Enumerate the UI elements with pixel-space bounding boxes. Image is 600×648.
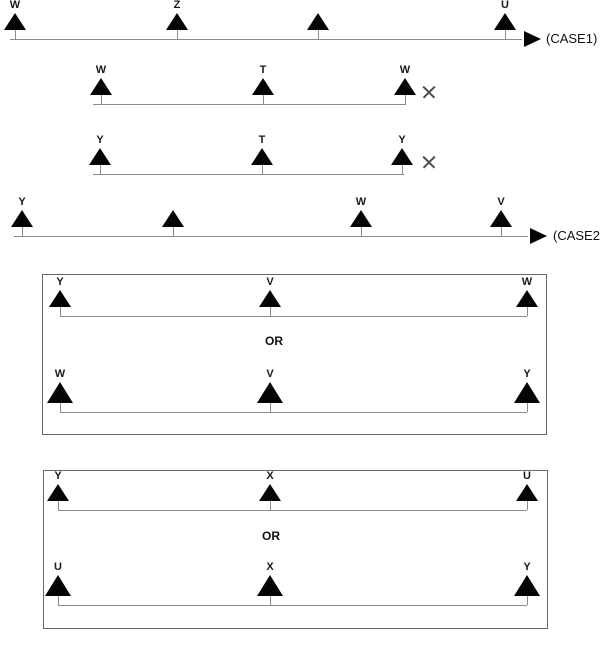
case1-strip-baseline — [10, 39, 522, 40]
marker-label: X — [266, 470, 274, 482]
marker-label: W — [54, 368, 66, 380]
marker-stem — [262, 165, 263, 174]
triangle-marker-icon — [257, 575, 283, 596]
marker-stem — [60, 307, 61, 316]
marker-stem — [402, 165, 403, 174]
marker-stem — [527, 501, 528, 510]
box-2 — [43, 470, 548, 629]
triangle-marker-icon — [516, 290, 538, 307]
marker-stem — [527, 307, 528, 316]
marker-label: T — [259, 64, 267, 76]
marker-label: V — [266, 276, 274, 288]
marker-label: Y — [398, 134, 406, 146]
marker-stem — [405, 95, 406, 104]
marker-stem — [101, 95, 102, 104]
triangle-marker-icon — [49, 290, 71, 307]
marker-stem — [361, 227, 362, 236]
marker-label: Y — [523, 368, 531, 380]
triangle-marker-icon — [350, 210, 372, 227]
triangle-marker-icon — [90, 78, 112, 95]
marker-label: V — [497, 196, 505, 208]
marker-stem — [270, 596, 271, 605]
marker-label: U — [501, 0, 509, 11]
marker-stem — [22, 227, 23, 236]
box1-option-top-baseline — [60, 316, 527, 317]
marker-stem — [60, 403, 61, 412]
triangle-marker-icon — [251, 148, 273, 165]
marker-label: W — [95, 64, 107, 76]
triangle-marker-icon — [162, 210, 184, 227]
case-label: (CASE2) — [553, 228, 600, 243]
triangle-marker-icon — [494, 13, 516, 30]
triangle-marker-icon — [4, 13, 26, 30]
marker-stem — [501, 227, 502, 236]
box2-option-bottom-baseline — [58, 605, 527, 606]
marker-label: W — [355, 196, 367, 208]
triangle-marker-icon — [259, 484, 281, 501]
marker-stem — [173, 227, 174, 236]
triangle-marker-icon — [514, 382, 540, 403]
case-arrow-icon — [524, 31, 541, 47]
triangle-marker-icon — [47, 382, 73, 403]
marker-stem — [58, 596, 59, 605]
marker-label: W — [399, 64, 411, 76]
marker-stem — [58, 501, 59, 510]
triangle-marker-icon — [166, 13, 188, 30]
or-label: OR — [265, 334, 283, 348]
marker-stem — [505, 30, 506, 39]
marker-stem — [527, 403, 528, 412]
marker-label: Y — [54, 470, 62, 482]
rejected-cross-icon — [421, 84, 437, 100]
marker-label: Z — [173, 0, 181, 11]
marker-label: Y — [18, 196, 26, 208]
marker-label: Y — [523, 561, 531, 573]
marker-stem — [177, 30, 178, 39]
marker-label: U — [523, 470, 531, 482]
box-1 — [42, 274, 547, 435]
triangle-marker-icon — [259, 290, 281, 307]
marker-label: X — [266, 561, 274, 573]
or-label: OR — [262, 529, 280, 543]
marker-label: Y — [56, 276, 64, 288]
case2-strip-baseline — [14, 236, 528, 237]
case-arrow-icon — [530, 228, 547, 244]
marker-stem — [527, 596, 528, 605]
rejected-strip-w-t-w-baseline — [93, 104, 406, 105]
triangle-marker-icon — [252, 78, 274, 95]
marker-stem — [270, 403, 271, 412]
triangle-marker-icon — [45, 575, 71, 596]
marker-stem — [318, 30, 319, 39]
rejected-strip-y-t-y-baseline — [93, 174, 404, 175]
marker-label: W — [9, 0, 21, 11]
marker-stem — [270, 307, 271, 316]
triangle-marker-icon — [47, 484, 69, 501]
triangle-marker-icon — [307, 13, 329, 30]
marker-label: U — [54, 561, 62, 573]
marker-label: W — [521, 276, 533, 288]
rejected-cross-icon — [421, 154, 437, 170]
triangle-marker-icon — [516, 484, 538, 501]
triangle-marker-icon — [257, 382, 283, 403]
marker-stem — [100, 165, 101, 174]
triangle-marker-icon — [490, 210, 512, 227]
marker-stem — [263, 95, 264, 104]
triangle-marker-icon — [514, 575, 540, 596]
triangle-marker-icon — [391, 148, 413, 165]
marker-label: V — [266, 368, 274, 380]
triangle-marker-icon — [89, 148, 111, 165]
triangle-marker-icon — [394, 78, 416, 95]
marker-label: T — [258, 134, 266, 146]
marker-label: Y — [96, 134, 104, 146]
marker-stem — [270, 501, 271, 510]
triangle-marker-icon — [11, 210, 33, 227]
box2-option-top-baseline — [58, 510, 527, 511]
marker-stem — [15, 30, 16, 39]
box1-option-bottom-baseline — [60, 412, 527, 413]
case-label: (CASE1) — [546, 31, 598, 46]
